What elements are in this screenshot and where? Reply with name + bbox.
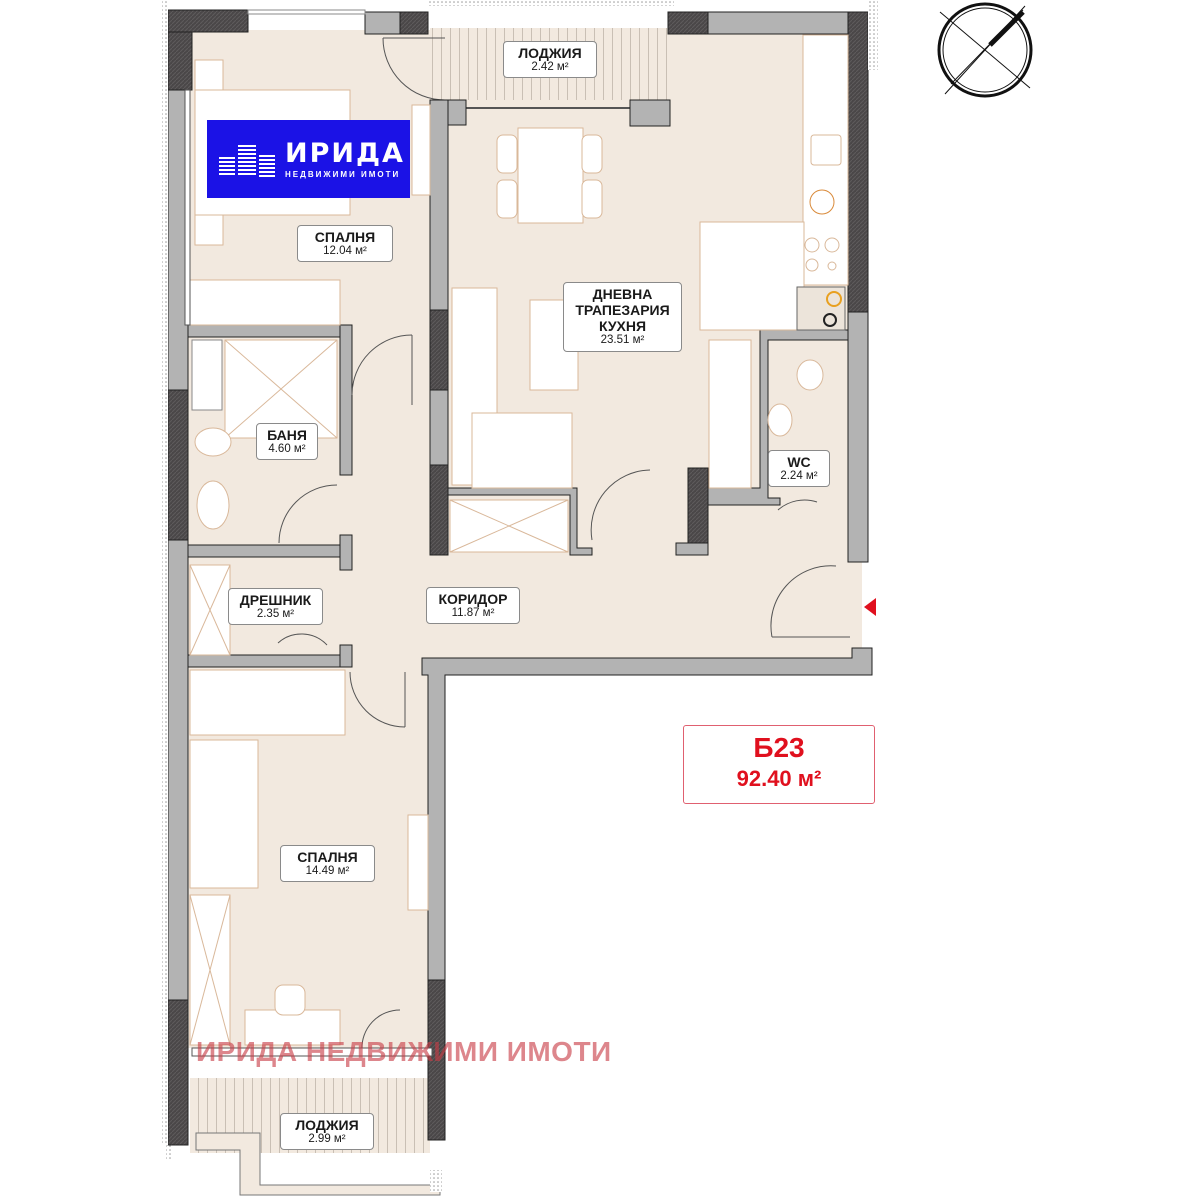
unit-summary-box: Б23 92.40 м² [683,725,875,804]
windows [184,89,433,1057]
room-label-wc: WC 2.24 м² [768,450,830,488]
room-label-corridor: КОРИДОР 11.87 м² [426,587,520,625]
unit-total-area: 92.40 м² [736,766,822,791]
room-label-bedroom-2: СПАЛНЯ 14.49 м² [280,845,375,883]
watermark: ИРИДА НЕДВИЖИМИ ИМОТИ [196,1036,612,1067]
logo-brand: ИРИДА [285,137,405,169]
building-logo-icon [219,141,277,177]
logo-subtitle: НЕДВИЖИМИ ИМОТИ [285,169,401,179]
room-label-bedroom-1: СПАЛНЯ 12.04 м² [297,225,393,263]
room-label-bathroom: БАНЯ 4.60 м² [256,423,318,461]
walls [162,0,878,1146]
room-label-loggia-top: ЛОДЖИЯ 2.42 м² [503,41,597,79]
room-label-wardrobe: ДРЕШНИК 2.35 м² [228,588,323,626]
agency-logo: ИРИДА НЕДВИЖИМИ ИМОТИ [207,120,410,198]
unit-code: Б23 [753,732,805,763]
entrance-arrow-icon [864,598,876,616]
room-label-loggia-bottom: ЛОДЖИЯ 2.99 м² [280,1113,374,1151]
door-swings [277,334,850,1051]
north-arrow-compass-icon [937,2,1033,98]
room-label-living: ДНЕВНА ТРАПЕЗАРИЯ КУХНЯ 23.51 м² [563,282,682,352]
